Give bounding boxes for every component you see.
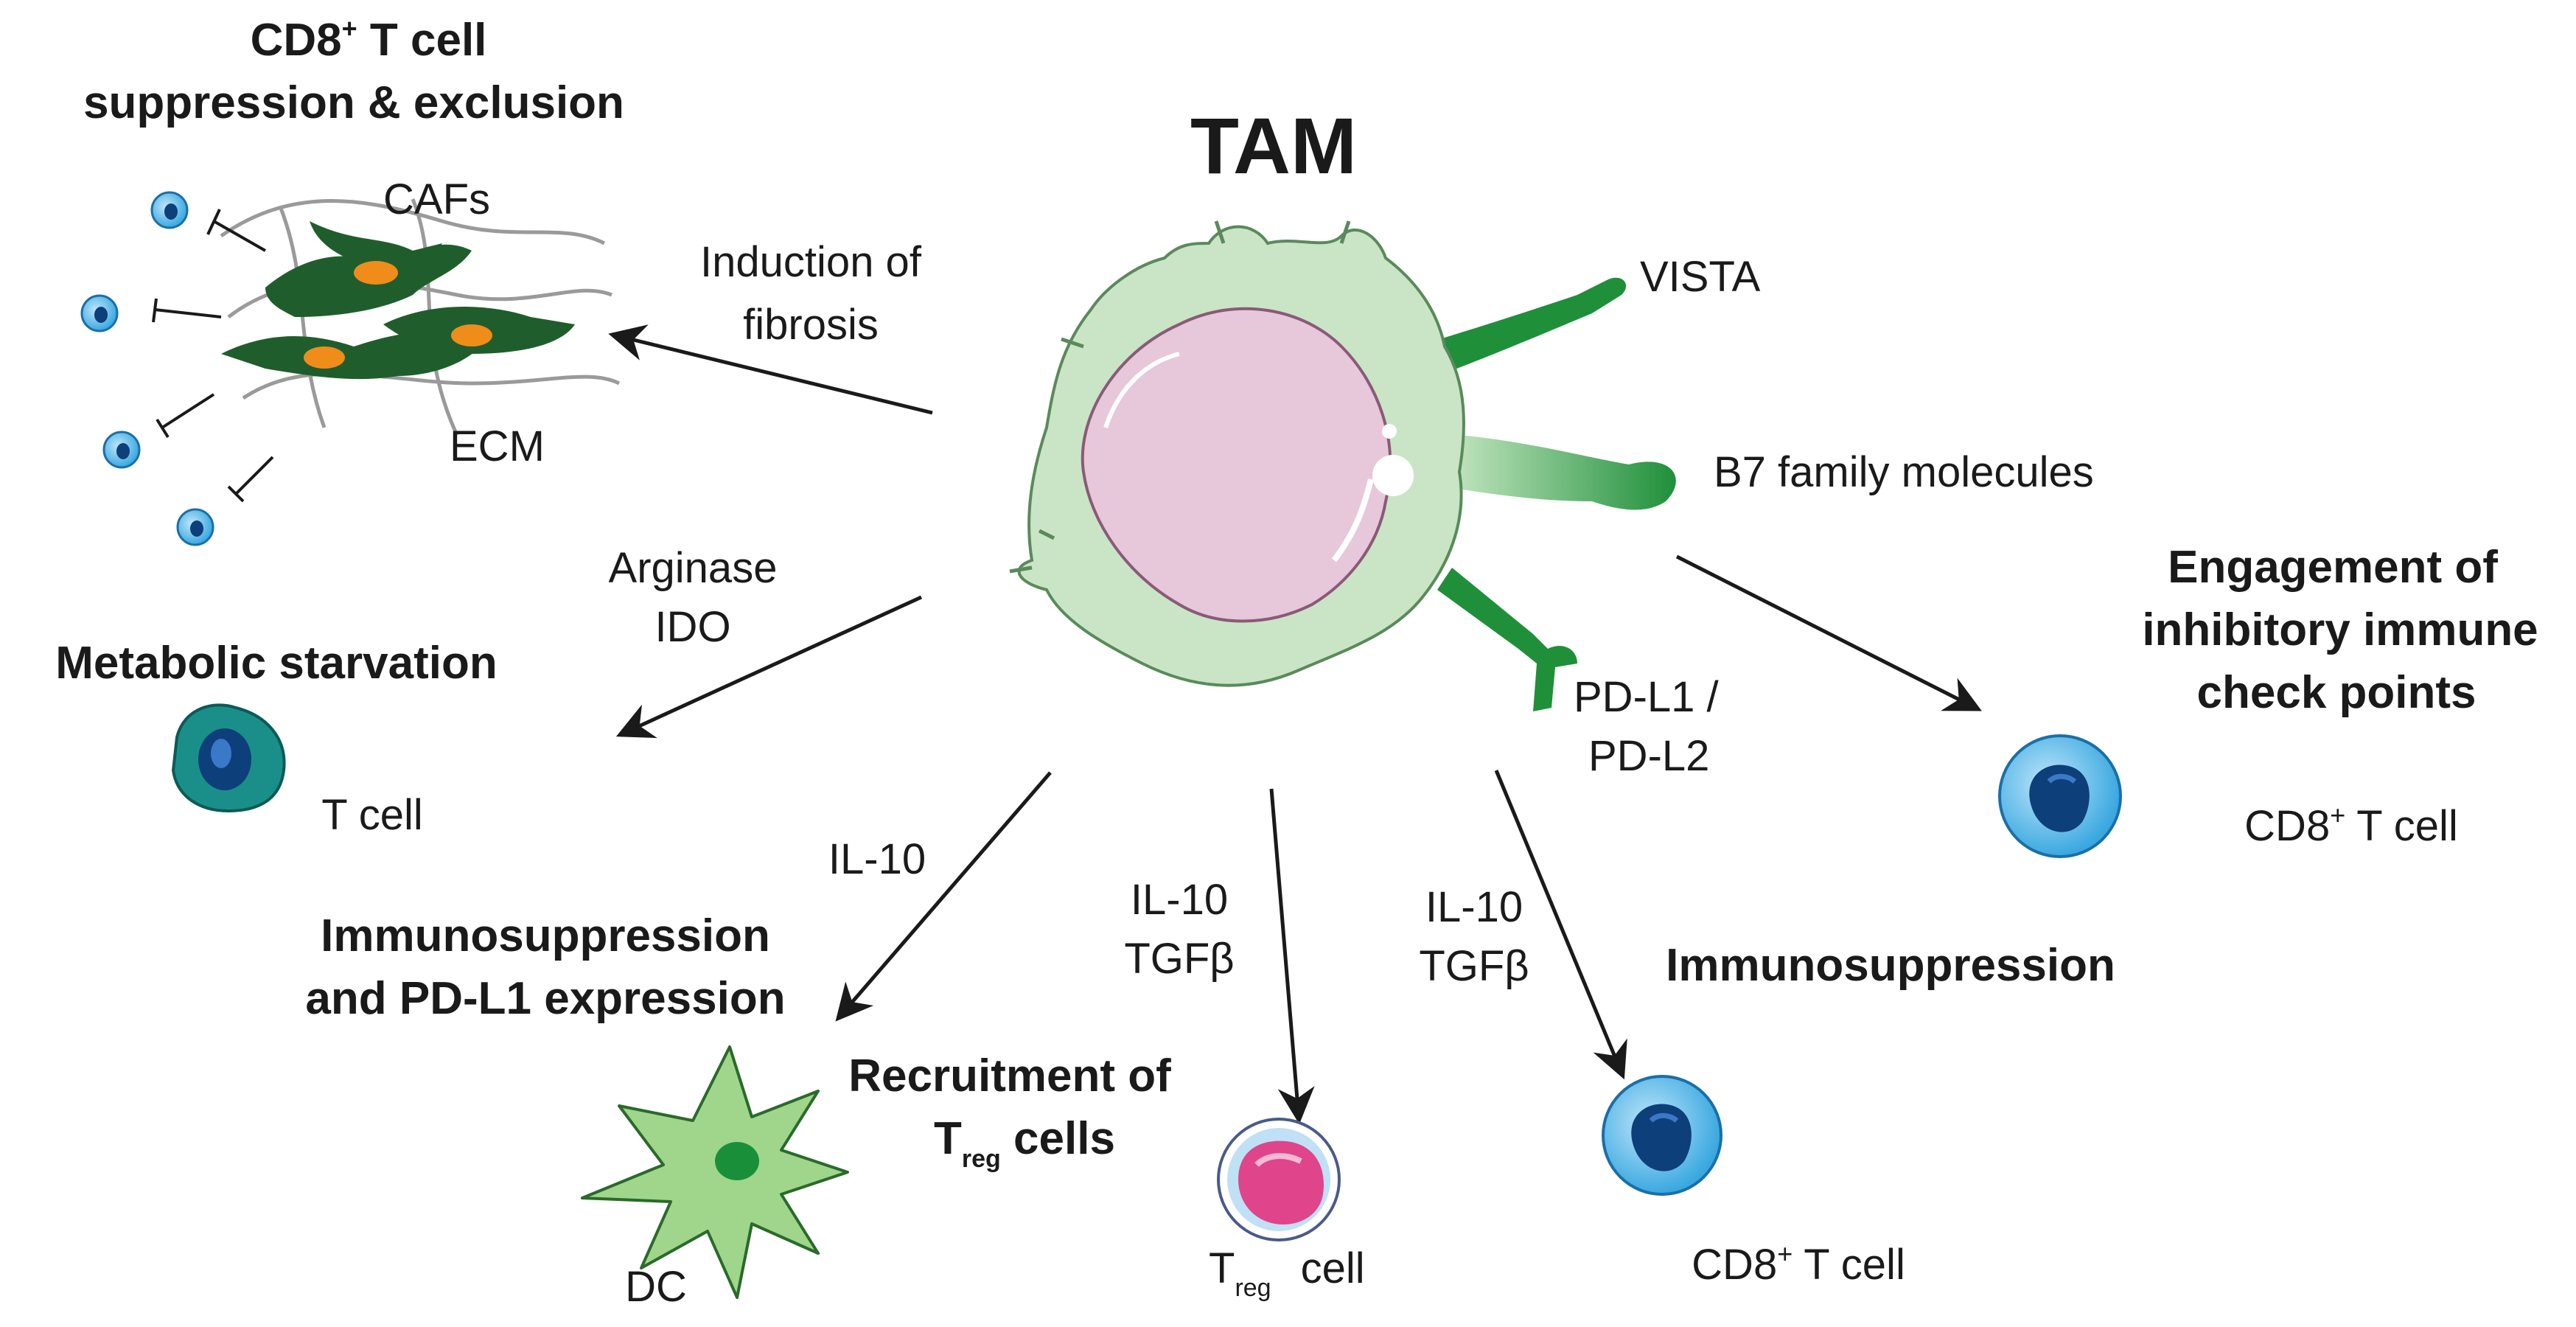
metabolic-arrow-label-line2: IDO [655,603,730,651]
checkpoint-cd8-label: CD8+ T cell [2244,800,2458,850]
checkpoint-heading-line1: Engagement of [2168,542,2498,593]
arrow-to-checkpoint [1675,554,1982,711]
pdl1-receptor [1437,568,1577,711]
treg-cell-icon [1217,1118,1341,1241]
vista-label: VISTA [1640,253,1761,301]
pdl1-label-line2: PD-L2 [1588,732,1709,780]
treg-heading-line1: Recruitment of [848,1051,1171,1101]
checkpoint-heading-line2: inhibitory immune [2142,605,2538,655]
cd8-arrow-label-line1: IL-10 [1425,883,1523,931]
checkpoint-heading-line3: check points [2197,667,2476,718]
tam-title: TAM [1190,101,1357,190]
tam-cell [1009,220,1465,687]
inhibition-marks [152,209,274,503]
treg-arrow-label-line2: TGFβ [1124,935,1234,983]
excluded-cd8-cells [80,191,214,546]
t-cell-label: T cell [321,791,423,839]
dc-heading-line2: and PD-L1 expression [305,973,785,1024]
arrow-to-metabolic [615,595,923,739]
dc-heading-line1: Immunosuppression [321,910,770,961]
arrow-to-treg [1269,788,1315,1124]
caf-ecm-cluster [220,198,621,436]
arrow-to-cd8-immunosuppression [1494,770,1627,1080]
dc-arrow-label: IL-10 [828,835,926,883]
arrow-to-dc [835,771,1052,1022]
treg-arrow-label-line1: IL-10 [1131,876,1228,924]
fibrosis-arrow-label-line2: fibrosis [743,301,879,349]
cd8-heading: Immunosuppression [1666,940,2115,991]
cd8-arrow-label-line2: TGFβ [1419,942,1529,990]
cd8-cell-label-bottom: CD8+ T cell [1692,1239,1905,1289]
t-cell-icon [171,703,286,813]
fibrosis-arrow-label-line1: Induction of [700,238,922,286]
ecm-label: ECM [450,422,545,470]
b7-label: B7 family molecules [1714,448,2094,496]
metabolic-arrow-label-line1: Arginase [609,544,778,592]
fibrosis-heading-line1: CD8+ T cell [251,13,487,66]
dendritic-cell-icon [581,1045,849,1299]
arrow-to-fibrosis [608,324,933,415]
vista-receptor [1415,277,1627,376]
cafs-label: CAFs [383,175,490,223]
dc-label: DC [625,1263,687,1311]
metabolic-heading: Metabolic starvation [55,638,497,689]
cd8-t-cell-icon [1602,1075,1722,1196]
b7-receptor [1445,435,1676,510]
treg-heading-line2: Treg cells [934,1113,1115,1173]
checkpoint-cd8-t-cell-icon [1998,734,2122,858]
fibrosis-heading-line2: suppression & exclusion [83,77,624,128]
pdl1-label-line1: PD-L1 / [1574,673,1720,721]
